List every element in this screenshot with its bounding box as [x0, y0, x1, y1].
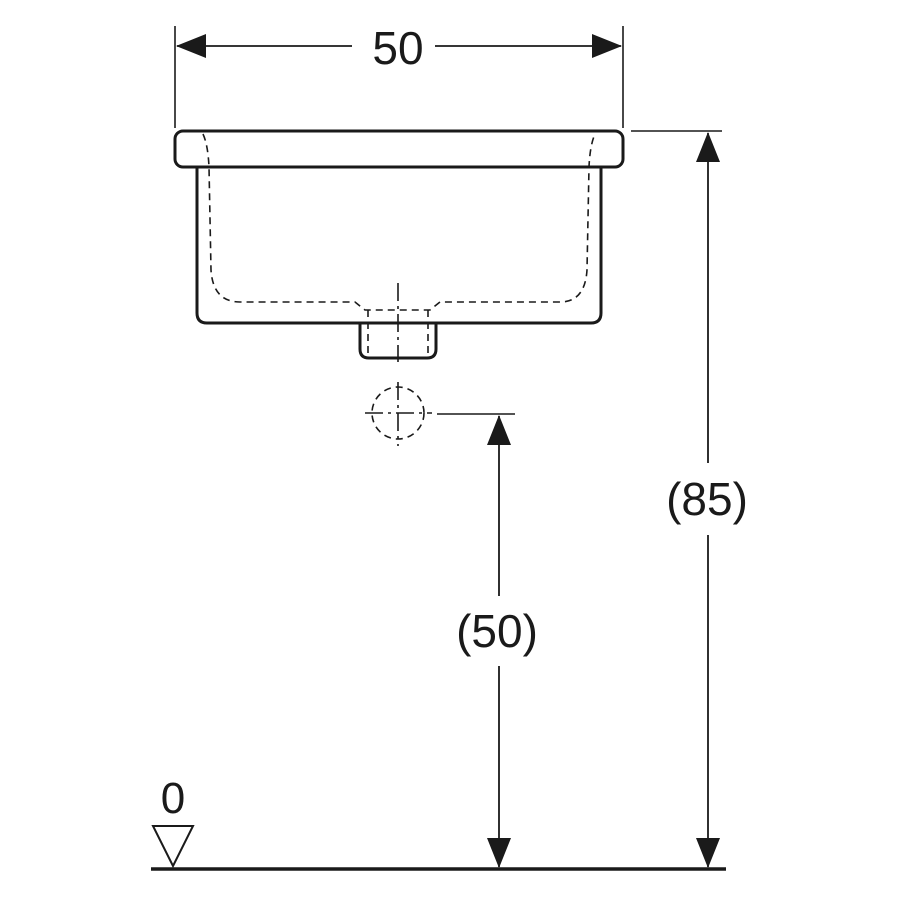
- center-lines: [365, 283, 432, 446]
- floor-reference-label: 0: [161, 774, 185, 823]
- total-height-label: (85): [666, 473, 748, 525]
- basin-outline: [173, 129, 625, 360]
- basin-bowl: [195, 167, 603, 325]
- drain-inner-pipe: [367, 310, 429, 356]
- extension-lines: [174, 26, 722, 415]
- inner-bowl-contour: [202, 133, 596, 311]
- floor-reference-triangle-icon: [151, 825, 195, 869]
- drain-height-label: (50): [456, 605, 538, 657]
- basin-rim: [173, 129, 625, 169]
- width-label: 50: [372, 22, 423, 74]
- hidden-lines: [202, 133, 596, 440]
